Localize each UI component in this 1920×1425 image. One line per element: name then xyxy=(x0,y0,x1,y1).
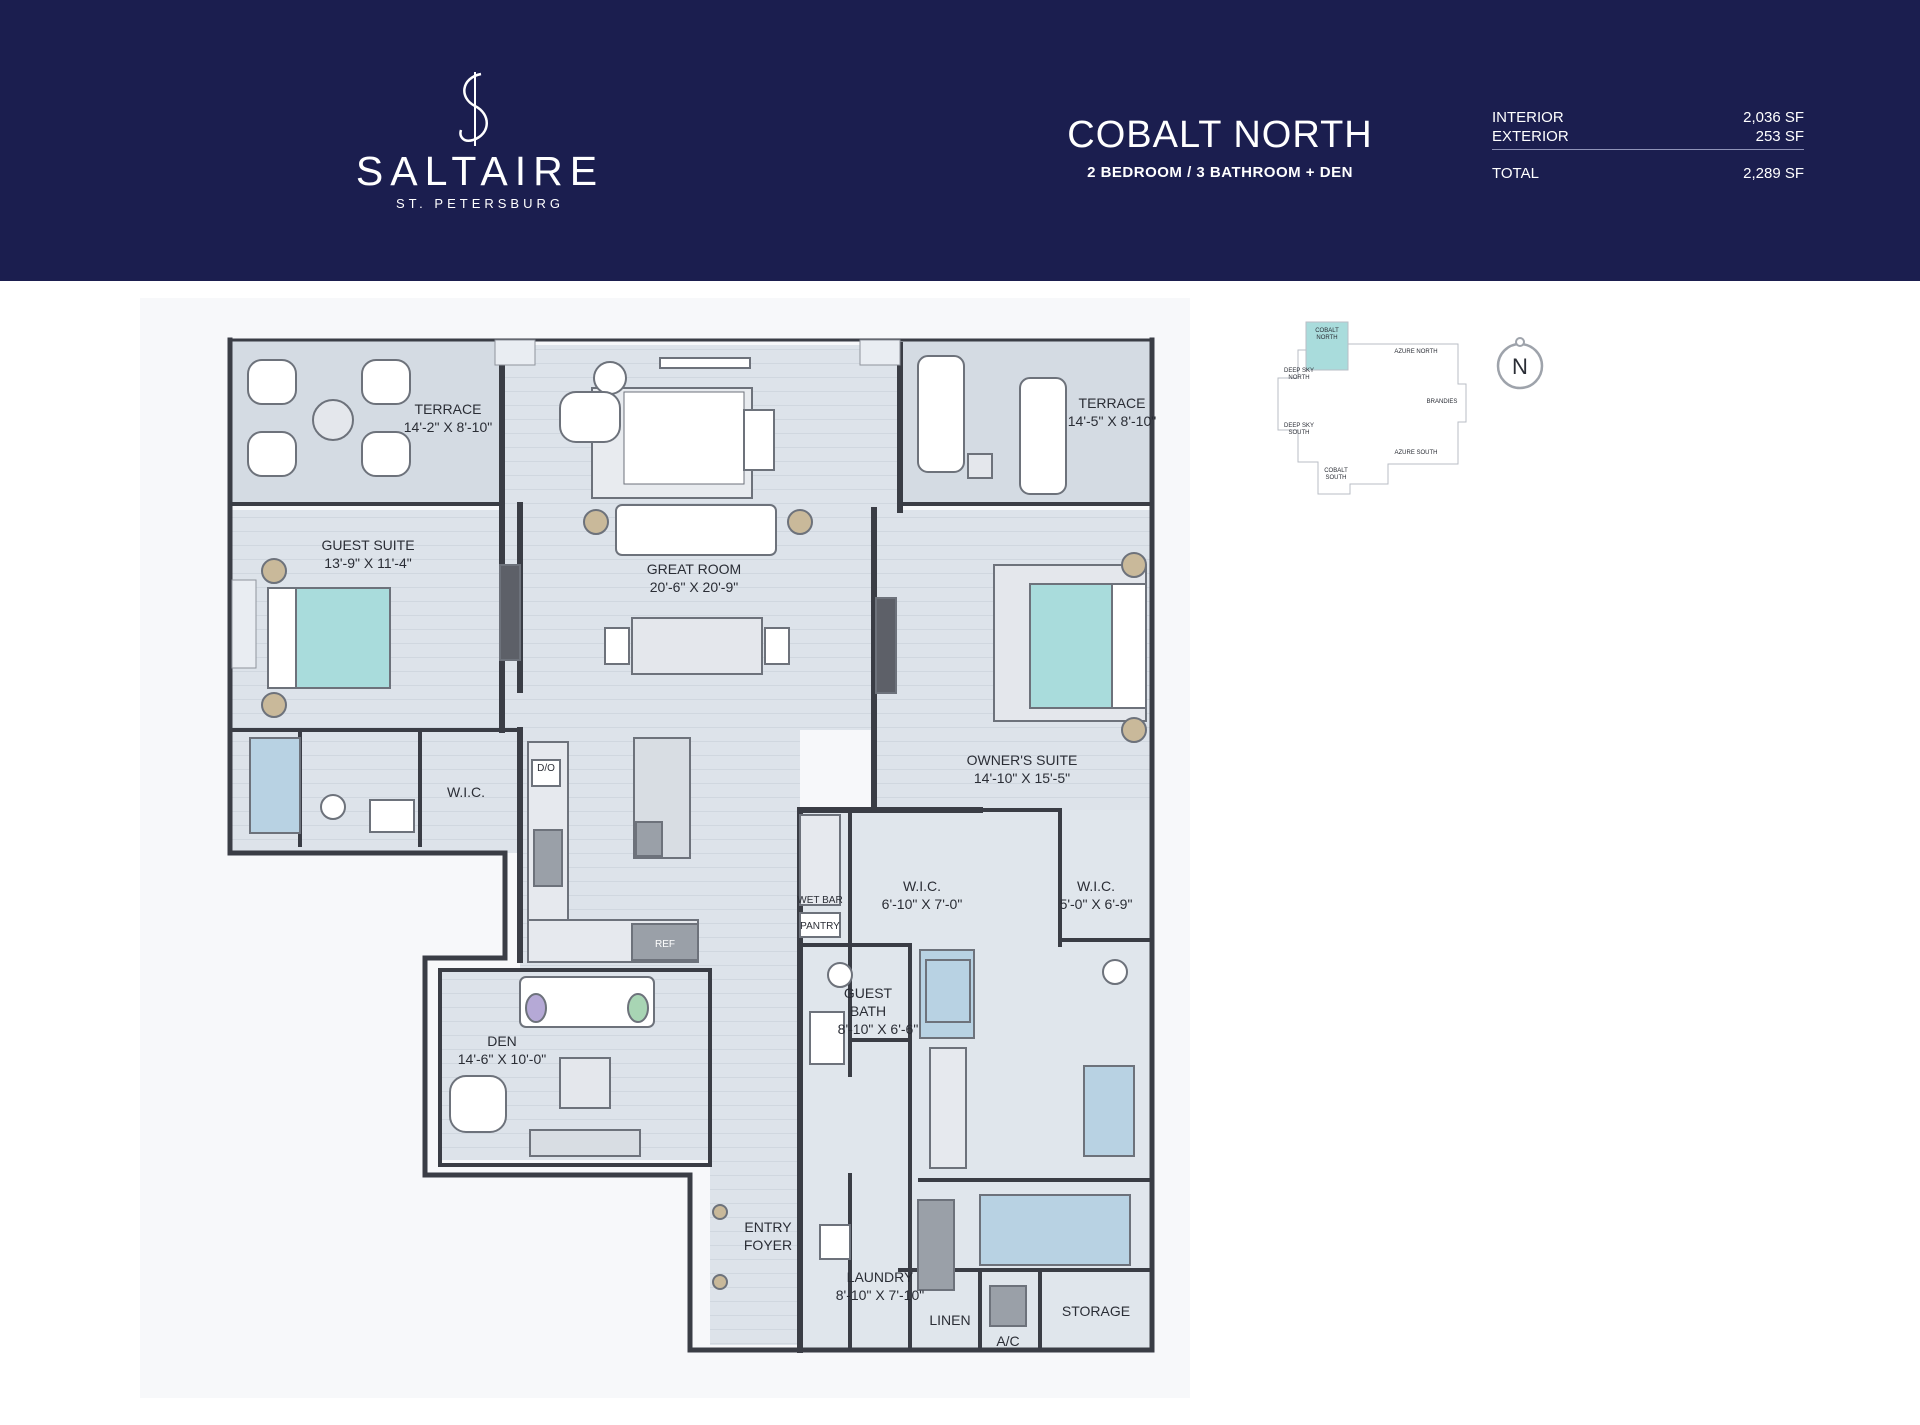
brand-location: ST. PETERSBURG xyxy=(396,196,564,211)
key-label: NORTH xyxy=(1288,375,1309,381)
key-label: AZURE NORTH xyxy=(1394,349,1437,355)
label-wic-guest: W.I.C. xyxy=(447,784,485,800)
key-plan-labels: COBALT NORTH AZURE NORTH DEEP SKY NORTH … xyxy=(1284,328,1457,481)
label-guest-suite-dims: 13'-9" X 11'-4" xyxy=(324,555,411,571)
label-storage: STORAGE xyxy=(1062,1303,1130,1319)
great-room-furniture xyxy=(559,357,813,675)
key-label: SOUTH xyxy=(1289,430,1310,436)
key-label: COBALT xyxy=(1315,328,1339,334)
label-owners-suite: OWNER'S SUITE xyxy=(967,752,1078,768)
bath-fixtures xyxy=(249,737,1135,1266)
label-laundry: LAUNDRY xyxy=(847,1269,914,1285)
key-label: AZURE SOUTH xyxy=(1394,450,1437,456)
key-label: COBALT xyxy=(1324,468,1348,474)
area-divider xyxy=(1492,149,1804,150)
label-entry-2: FOYER xyxy=(744,1237,792,1253)
key-label: BRANDIES xyxy=(1427,399,1458,405)
unit-type: 2 BEDROOM / 3 BATHROOM + DEN xyxy=(1087,164,1353,181)
key-label: DEEP SKY xyxy=(1284,423,1314,429)
area-table: INTERIOR 2,036 SF EXTERIOR 253 SF TOTAL … xyxy=(1492,108,1804,183)
brand-name: SALTAIRE xyxy=(355,148,605,194)
area-label: INTERIOR xyxy=(1492,109,1564,126)
label-ac: A/C xyxy=(996,1333,1019,1349)
label-den-dims: 14'-6" X 10'-0" xyxy=(458,1051,546,1067)
key-label: SOUTH xyxy=(1326,475,1347,481)
terrace-left-furniture xyxy=(247,359,411,477)
area-label: TOTAL xyxy=(1492,165,1539,182)
area-label: EXTERIOR xyxy=(1492,128,1569,145)
label-terrace-left-dims: 14'-2" X 8'-10" xyxy=(404,419,492,435)
laundry-storage xyxy=(712,1199,1027,1327)
area-row-exterior: EXTERIOR 253 SF xyxy=(1492,127,1804,146)
label-den: DEN xyxy=(487,1033,517,1049)
terrace-right-furniture xyxy=(917,355,1067,495)
guest-suite-furniture xyxy=(261,558,521,718)
label-wic-owner-2-dims: 5'-0" X 6'-9" xyxy=(1060,896,1133,912)
label-wic-owner-1-dims: 6'-10" X 7'-0" xyxy=(882,896,963,912)
key-label: NORTH xyxy=(1316,335,1337,341)
compass-label: N xyxy=(1512,354,1528,379)
area-value: 2,289 SF xyxy=(1743,165,1804,182)
windows xyxy=(231,339,901,669)
north-compass-icon: N xyxy=(1496,337,1544,390)
label-guest-bath-dims: 8'-10" X 6'-6" xyxy=(838,1021,919,1037)
label-ref: REF xyxy=(655,939,675,950)
kitchen-fixtures xyxy=(527,737,699,963)
label-great-room-dims: 20'-6" X 20'-9" xyxy=(650,579,738,595)
unit-name: COBALT NORTH xyxy=(1067,114,1373,156)
area-value: 253 SF xyxy=(1755,128,1804,145)
label-terrace-left: TERRACE xyxy=(415,401,482,417)
label-wic-owner-2: W.I.C. xyxy=(1077,878,1115,894)
label-guest-bath-1: GUEST xyxy=(844,985,893,1001)
key-label: DEEP SKY xyxy=(1284,368,1314,374)
floor-plan: TERRACE 14'-2" X 8'-10" TERRACE 14'-5" X… xyxy=(140,298,1190,1398)
label-guest-suite: GUEST SUITE xyxy=(321,537,414,553)
label-dishwasher: D/O xyxy=(537,763,555,774)
room-labels: TERRACE 14'-2" X 8'-10" TERRACE 14'-5" X… xyxy=(321,395,1156,1349)
area-row-total: TOTAL 2,289 SF xyxy=(1492,164,1804,183)
owners-suite-furniture xyxy=(875,552,1147,743)
header-banner: SALTAIRE ST. PETERSBURG COBALT NORTH 2 B… xyxy=(0,0,1920,281)
label-entry-1: ENTRY xyxy=(744,1219,792,1235)
label-terrace-right-dims: 14'-5" X 8'-10" xyxy=(1068,413,1156,429)
label-wic-owner-1: W.I.C. xyxy=(903,878,941,894)
label-wet-bar: WET BAR xyxy=(797,895,842,906)
label-linen: LINEN xyxy=(929,1312,970,1328)
label-terrace-right: TERRACE xyxy=(1079,395,1146,411)
saltaire-logo-icon xyxy=(459,72,488,146)
den-furniture xyxy=(449,976,655,1157)
label-great-room: GREAT ROOM xyxy=(647,561,741,577)
label-guest-bath-2: BATH xyxy=(850,1003,886,1019)
label-pantry: PANTRY xyxy=(800,921,840,932)
key-plan: COBALT NORTH AZURE NORTH DEEP SKY NORTH … xyxy=(1277,321,1467,495)
key-plan-highlight xyxy=(1305,321,1349,371)
label-laundry-dims: 8'-10" X 7'-10" xyxy=(836,1287,924,1303)
label-owners-suite-dims: 14'-10" X 15'-5" xyxy=(974,770,1070,786)
wet-bar xyxy=(799,814,841,938)
area-row-interior: INTERIOR 2,036 SF xyxy=(1492,108,1804,127)
area-value: 2,036 SF xyxy=(1743,109,1804,126)
